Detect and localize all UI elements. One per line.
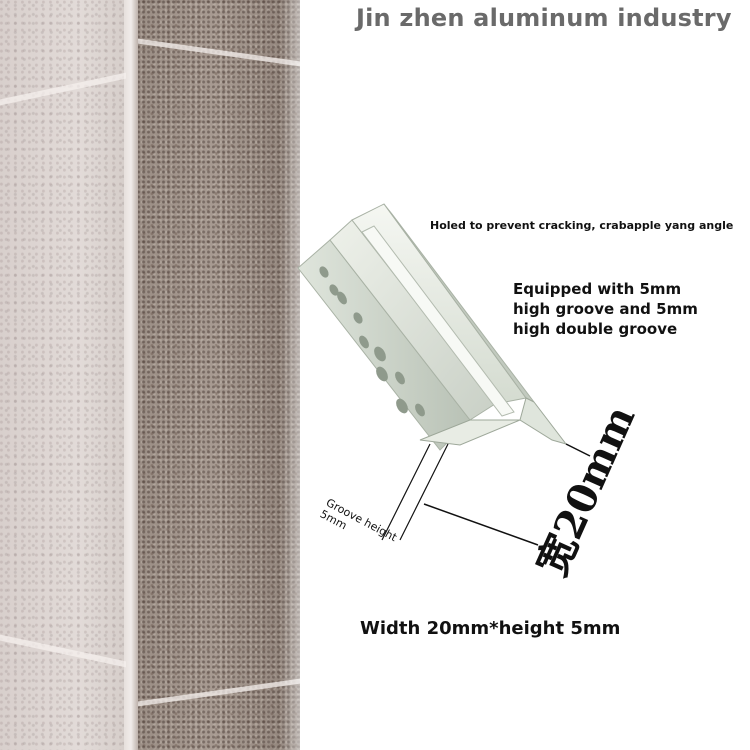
size-caption: Width 20mm*height 5mm [360, 618, 621, 639]
holes [319, 266, 425, 417]
feature-line: high double groove [513, 320, 678, 338]
center-ridge [361, 225, 515, 417]
width-dimension-line-top [565, 443, 591, 457]
feature-line: high groove and 5mm [513, 300, 698, 318]
profile-end-face [419, 419, 521, 446]
dark-tile-face [132, 0, 300, 750]
light-tile-face [0, 0, 132, 750]
wall-corner-photo [0, 0, 300, 750]
photo-fade [280, 0, 300, 750]
groove-dimension-line-left [381, 443, 431, 541]
corner-trim-edge [124, 0, 138, 750]
holes-feature-label: Holed to prevent cracking, crabapple yan… [430, 219, 734, 232]
width-dimension-line-bottom [423, 503, 539, 546]
feature-line: Equipped with 5mm [513, 280, 682, 298]
end-flange [519, 397, 568, 445]
brand-title: Jin zhen aluminum industry [356, 4, 732, 32]
groove-dimension-line-right [399, 443, 449, 541]
groove-feature-description: Equipped with 5mm high groove and 5mm hi… [513, 279, 743, 339]
